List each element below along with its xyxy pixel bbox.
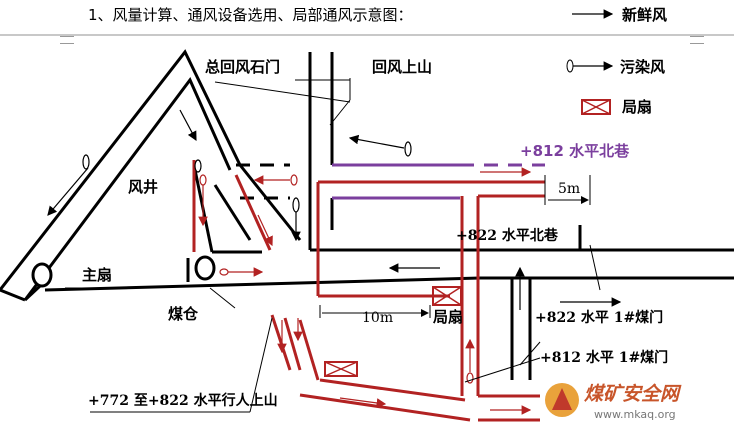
header-rule (0, 34, 734, 36)
figure-title: 1、风量计算、通风设备选用、局部通风示意图： (88, 6, 413, 24)
label-pedestrian-uphill: +772 至+822 水平行人上山 (88, 392, 278, 409)
fresh-air-ducts (192, 160, 545, 422)
legend: 新鲜风 污染风 局扇 (566, 6, 667, 116)
label-north-lane-812: +812 水平北巷 (520, 142, 630, 160)
main-fan-icon (31, 262, 53, 288)
local-fan-icon (432, 286, 462, 306)
watermark-text: 煤矿安全网 (584, 383, 682, 405)
label-coal-bin: 煤仓 (168, 305, 199, 323)
label-return-uphill: 回风上山 (372, 58, 432, 76)
legend-fresh-air: 新鲜风 (622, 6, 667, 24)
leader-lines (65, 78, 601, 413)
label-dim-5m: 5m (558, 181, 580, 197)
local-fan-icon (324, 361, 358, 377)
watermark-url: www.mkaq.org (594, 408, 676, 421)
legend-local-fan: 局扇 (621, 98, 652, 116)
label-local-fan: 局扇 (432, 308, 463, 326)
fans (31, 255, 462, 377)
ruler-mark (690, 36, 704, 44)
label-door-812: +812 水平 1#煤门 (540, 349, 668, 366)
legend-polluted-air: 污染风 (620, 58, 665, 76)
airflow-arrows (47, 109, 622, 415)
label-north-lane-822: +822 水平北巷 (456, 227, 559, 244)
label-dim-10m: 10m (362, 310, 393, 326)
label-shaft: 风井 (128, 178, 158, 196)
label-door-822: +822 水平 1#煤门 (535, 309, 663, 326)
polluted-air-arrow-icon (566, 59, 574, 73)
local-fan-icon (581, 99, 611, 115)
coal-bin-icon (194, 255, 216, 281)
watermark: 煤矿安全网 www.mkaq.org (545, 383, 682, 421)
label-main-return-door: 总回风石门 (205, 58, 280, 76)
purple-lane (332, 163, 545, 200)
ruler-mark (60, 36, 74, 44)
label-main-fan: 主扇 (82, 266, 112, 284)
